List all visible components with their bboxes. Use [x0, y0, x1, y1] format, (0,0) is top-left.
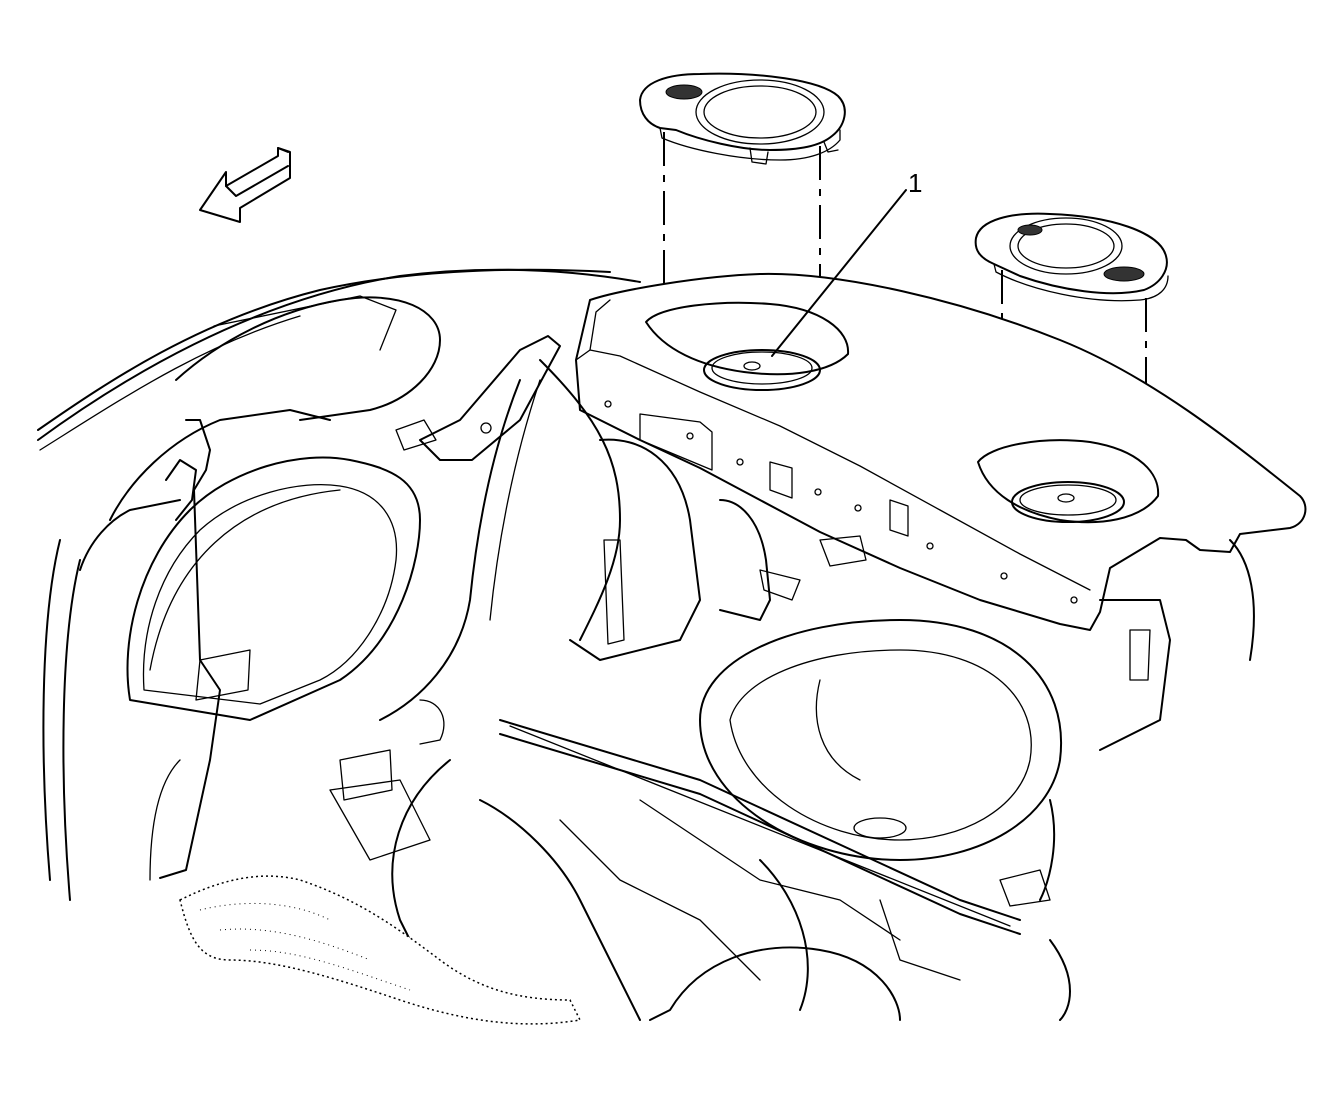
speaker-grille-left	[639, 72, 846, 165]
callout-leader-line	[771, 189, 907, 357]
speaker-grille-right	[974, 212, 1169, 302]
rear-package-shelf	[575, 272, 1307, 631]
trunk-compartment	[329, 359, 1255, 1021]
floor-carpet	[179, 875, 582, 1025]
callout-1: 1	[771, 168, 922, 357]
vehicle-body-structure	[37, 268, 641, 901]
callout-number: 1	[908, 168, 922, 198]
direction-arrow-icon	[199, 147, 291, 223]
